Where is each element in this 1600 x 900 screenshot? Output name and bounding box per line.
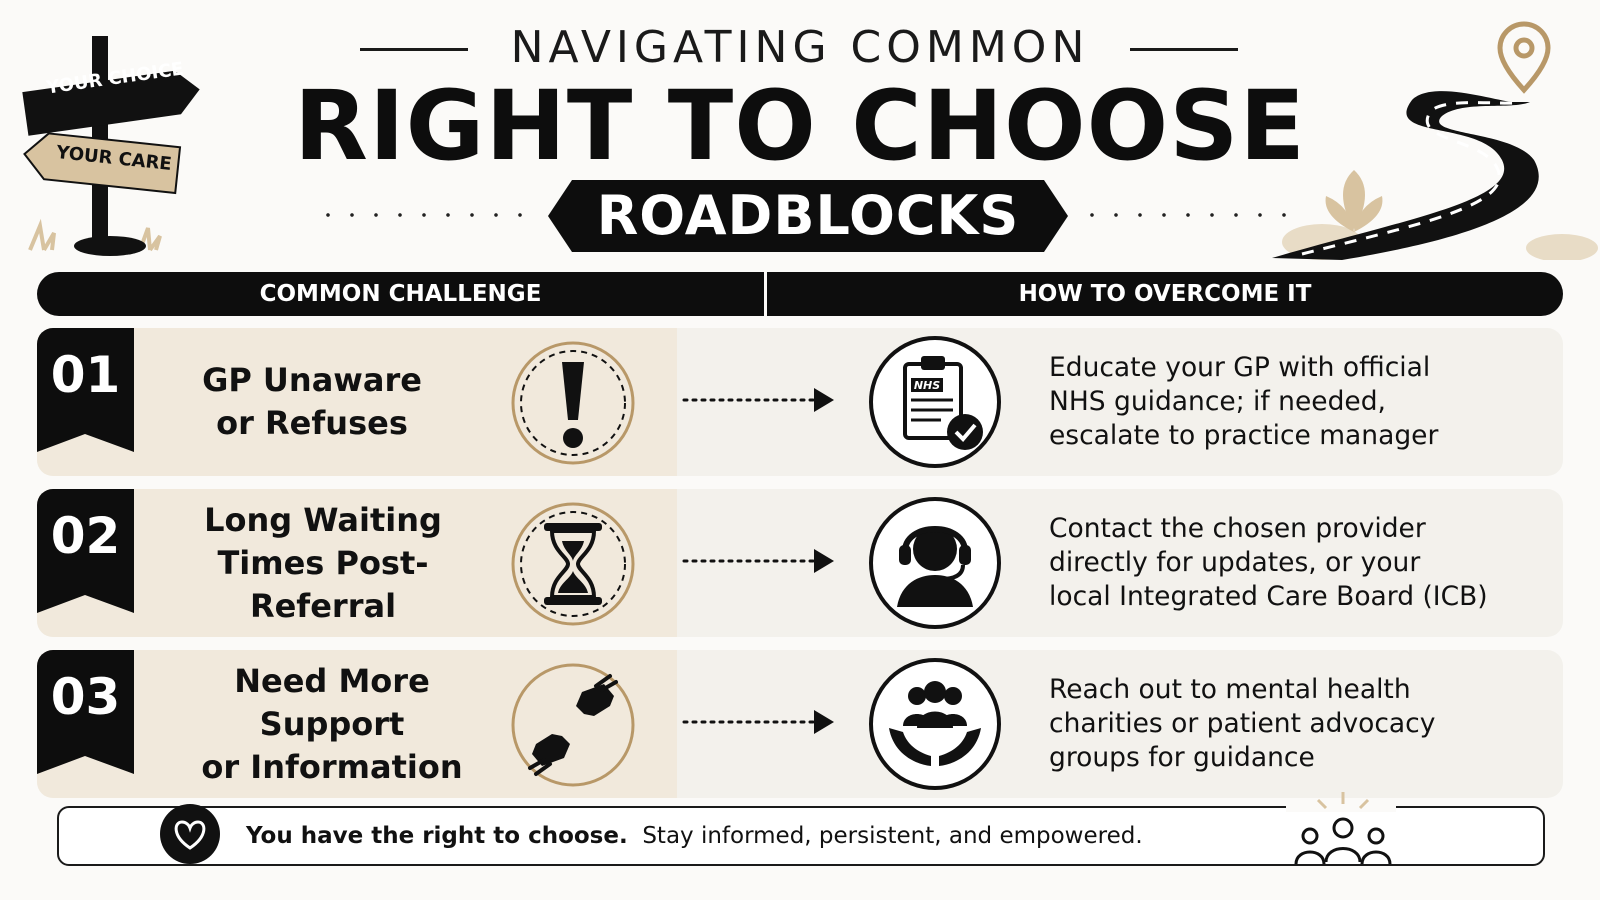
exclamation-icon bbox=[511, 341, 635, 465]
row-number: 01 bbox=[50, 346, 121, 404]
solution-line: NHS guidance; if needed, bbox=[1049, 386, 1386, 417]
challenge-title: GP Unaware or Refuses bbox=[162, 328, 462, 476]
page-title: RIGHT TO CHOOSE bbox=[294, 70, 1306, 182]
footer-rest: Stay informed, persistent, and empowered… bbox=[642, 823, 1143, 849]
number-ribbon bbox=[37, 489, 134, 613]
table-row: 01 GP Unaware or Refuses NHS Educate you… bbox=[37, 328, 1563, 476]
arrow-icon bbox=[682, 549, 834, 573]
solution-text: Contact the chosen provider directly for… bbox=[1049, 489, 1549, 637]
row-number: 03 bbox=[50, 668, 121, 726]
footer-message: You have the right to choose. Stay infor… bbox=[246, 806, 1143, 866]
challenge-panel bbox=[37, 489, 677, 637]
solution-line: local Integrated Care Board (ICB) bbox=[1049, 581, 1488, 612]
solution-line: escalate to practice manager bbox=[1049, 420, 1439, 451]
column-divider bbox=[764, 272, 767, 316]
solution-text: Reach out to mental health charities or … bbox=[1049, 650, 1549, 798]
footer-bold: You have the right to choose. bbox=[246, 823, 628, 849]
dotted-rule-right bbox=[1080, 213, 1296, 217]
arrow-icon bbox=[682, 710, 834, 734]
nhs-clipboard-check-icon: NHS bbox=[869, 336, 1001, 468]
challenge-line: or Refuses bbox=[216, 404, 408, 442]
challenge-title: Long Waiting Times Post-Referral bbox=[155, 489, 491, 637]
table-row: 03 Need More Support or Information Reac… bbox=[37, 650, 1563, 798]
footer-banner bbox=[57, 806, 1545, 866]
column-header-challenge: COMMON CHALLENGE bbox=[259, 281, 542, 307]
heart-icon bbox=[160, 804, 220, 864]
people-icon bbox=[1294, 792, 1392, 865]
headset-support-icon bbox=[869, 497, 1001, 629]
dotted-rule-left bbox=[316, 213, 532, 217]
row-number: 02 bbox=[50, 507, 121, 565]
challenge-title: Need More Support or Information bbox=[159, 650, 505, 798]
number-ribbon bbox=[37, 328, 134, 452]
solution-line: groups for guidance bbox=[1049, 742, 1315, 773]
hourglass-icon bbox=[511, 502, 635, 626]
helping-hands-icon bbox=[511, 663, 635, 787]
challenge-line: Long Waiting bbox=[204, 500, 442, 539]
column-header-solution: HOW TO OVERCOME IT bbox=[1018, 281, 1312, 307]
signpost-illustration bbox=[22, 36, 200, 256]
road-illustration bbox=[1272, 21, 1598, 260]
nhs-badge: NHS bbox=[914, 379, 940, 392]
solution-line: directly for updates, or your bbox=[1049, 547, 1421, 578]
overline-rule-right bbox=[1130, 48, 1238, 51]
number-ribbon bbox=[37, 650, 134, 774]
challenge-panel bbox=[37, 650, 677, 798]
solution-line: charities or patient advocacy bbox=[1049, 708, 1436, 739]
table-row: 02 Long Waiting Times Post-Referral Cont… bbox=[37, 489, 1563, 637]
solution-text: Educate your GP with official NHS guidan… bbox=[1049, 328, 1549, 476]
challenge-line: GP Unaware bbox=[202, 361, 422, 399]
solution-line: Reach out to mental health bbox=[1049, 674, 1411, 705]
solution-line: Contact the chosen provider bbox=[1049, 513, 1426, 544]
challenge-line: Times Post-Referral bbox=[217, 543, 429, 625]
footer-border-gap bbox=[1286, 800, 1396, 812]
solution-line: Educate your GP with official bbox=[1049, 352, 1431, 383]
overline-rule-left bbox=[360, 48, 468, 51]
arrow-icon bbox=[682, 388, 834, 412]
challenge-line: or Information bbox=[201, 747, 463, 786]
community-care-icon bbox=[869, 658, 1001, 790]
banner-label: ROADBLOCKS bbox=[596, 184, 1020, 247]
overline-heading: NAVIGATING COMMON bbox=[510, 22, 1090, 73]
challenge-line: Need More Support bbox=[234, 661, 430, 743]
column-header-bar bbox=[37, 272, 1563, 316]
roadblocks-banner bbox=[548, 180, 1068, 252]
